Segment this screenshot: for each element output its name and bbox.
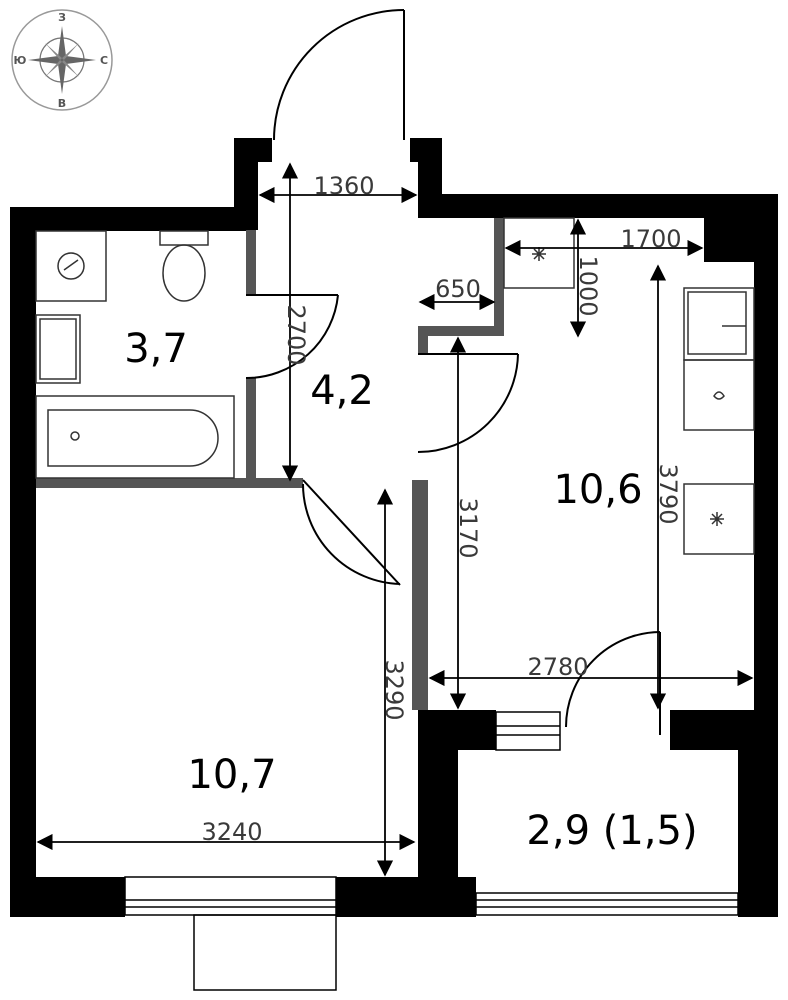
compass-west-label: Ю bbox=[14, 54, 27, 67]
dim-room-length: 3290 bbox=[380, 659, 408, 720]
dim-kitchen-niche-depth: 1000 bbox=[574, 255, 602, 316]
dim-kitchen-width: 2780 bbox=[527, 653, 588, 681]
dim-kitchen-depth-right: 3790 bbox=[654, 463, 682, 524]
bathroom-area-label: 3,7 bbox=[124, 326, 188, 372]
dim-kitchen-niche-width: 1700 bbox=[620, 225, 681, 253]
hall-area-label: 4,2 bbox=[310, 368, 374, 414]
dimension-labels: 1360 2700 650 1700 1000 3170 3790 2780 3… bbox=[201, 172, 682, 846]
exterior-walls bbox=[10, 138, 778, 917]
dim-hall-width: 1360 bbox=[313, 172, 374, 200]
windows bbox=[124, 711, 739, 991]
dim-kitchen-depth-left: 3170 bbox=[454, 497, 482, 558]
balcony-area-label: 2,9 (1,5) bbox=[526, 808, 697, 854]
dim-hall-length: 2700 bbox=[282, 304, 310, 365]
fixtures bbox=[35, 217, 755, 555]
partitions bbox=[36, 218, 504, 710]
doors bbox=[245, 9, 661, 735]
compass-south-label: В bbox=[58, 97, 66, 110]
compass-north-label: З bbox=[58, 11, 66, 24]
room-area-label: 10,7 bbox=[187, 752, 276, 798]
compass-rose: З С В Ю bbox=[11, 9, 113, 111]
dim-niche-width: 650 bbox=[435, 275, 481, 303]
kitchen-area-label: 10,6 bbox=[553, 467, 642, 513]
dimension-lines bbox=[36, 162, 754, 877]
room-areas: 3,7 4,2 10,6 10,7 2,9 (1,5) bbox=[124, 326, 697, 854]
compass-east-label: С bbox=[100, 54, 108, 67]
dim-room-width: 3240 bbox=[201, 818, 262, 846]
